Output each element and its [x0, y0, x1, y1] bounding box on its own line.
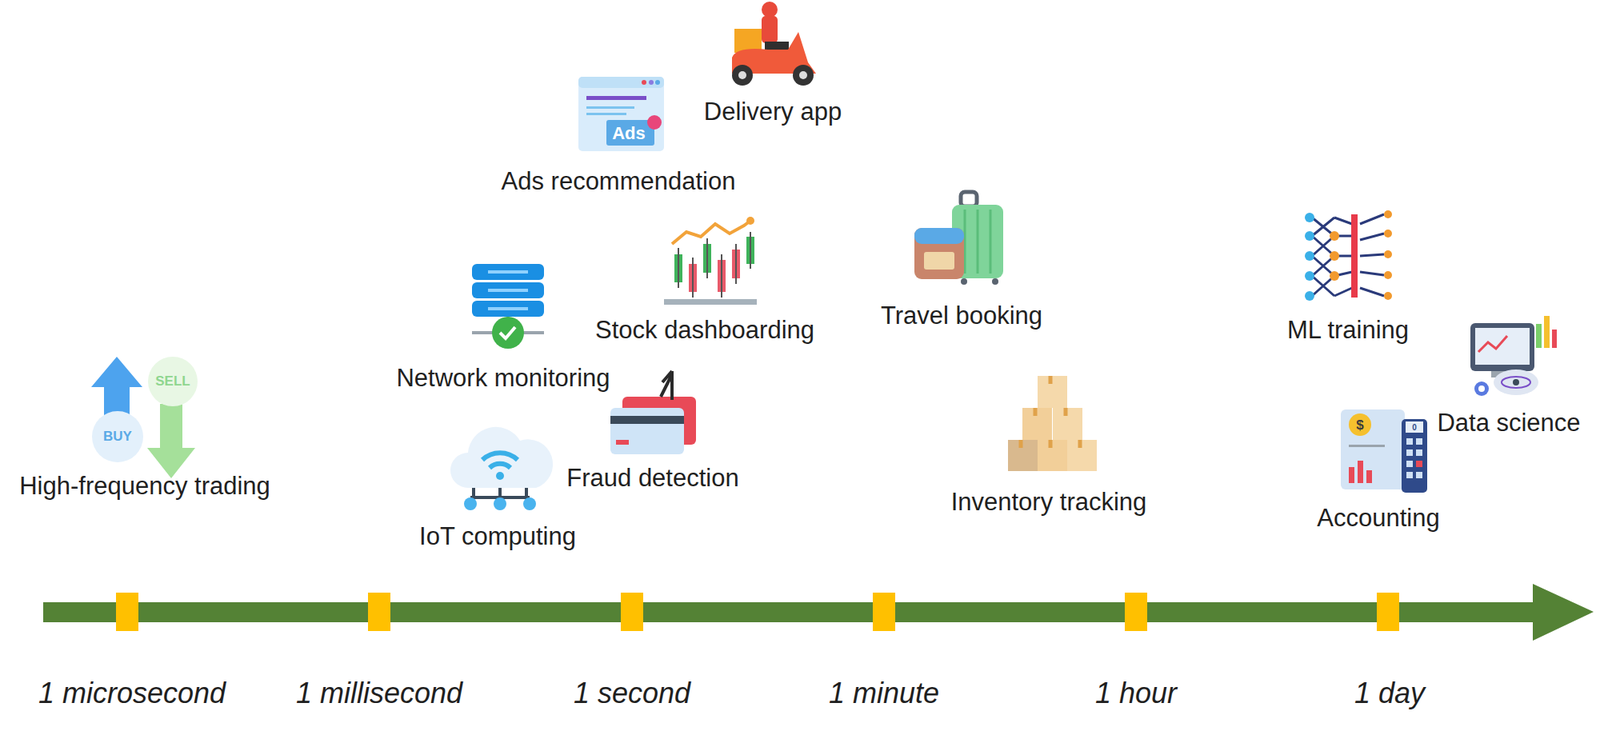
data-science-icon — [1470, 316, 1557, 396]
cloud-icon — [450, 427, 553, 511]
tick-label: 1 millisecond — [296, 677, 463, 710]
tick-label: 1 second — [573, 677, 691, 710]
item-label: Data science — [1436, 409, 1580, 437]
luggage-icon — [914, 192, 1004, 285]
trading-icon — [91, 356, 198, 479]
server-icon — [472, 264, 544, 349]
icon-text: SELL — [155, 374, 190, 390]
tick-label: 1 minute — [828, 677, 940, 710]
item-label: Ads recommendation — [501, 168, 736, 196]
chart-icon — [664, 216, 757, 305]
item-label: High-frequency trading — [19, 472, 271, 500]
item-label: Travel booking — [880, 302, 1043, 330]
item-label: ML training — [1287, 316, 1409, 344]
boxes-icon — [1008, 376, 1097, 472]
item-label: Accounting — [1316, 504, 1440, 532]
card-icon — [610, 371, 696, 455]
network-icon — [1304, 210, 1392, 301]
accounting-icon — [1340, 409, 1428, 493]
tick-label: 1 hour — [1095, 677, 1177, 710]
icon-text: Ads — [612, 124, 646, 144]
item-label: Stock dashboarding — [595, 316, 815, 344]
item-label: Inventory tracking — [951, 488, 1148, 516]
tick-label: 1 day — [1354, 677, 1425, 710]
icon-text: $ — [1356, 418, 1364, 434]
scooter-icon — [732, 1, 816, 86]
item-label: Network monitoring — [396, 364, 610, 392]
item-label: IoT computing — [419, 523, 576, 551]
timeline — [43, 584, 1594, 641]
icon-text: BUY — [103, 429, 132, 445]
tick-label: 1 microsecond — [38, 677, 226, 710]
item-label: Delivery app — [704, 98, 842, 126]
item-label: Fraud detection — [566, 464, 739, 492]
ads-icon — [578, 76, 664, 152]
icon-text: 0 — [1412, 423, 1417, 432]
